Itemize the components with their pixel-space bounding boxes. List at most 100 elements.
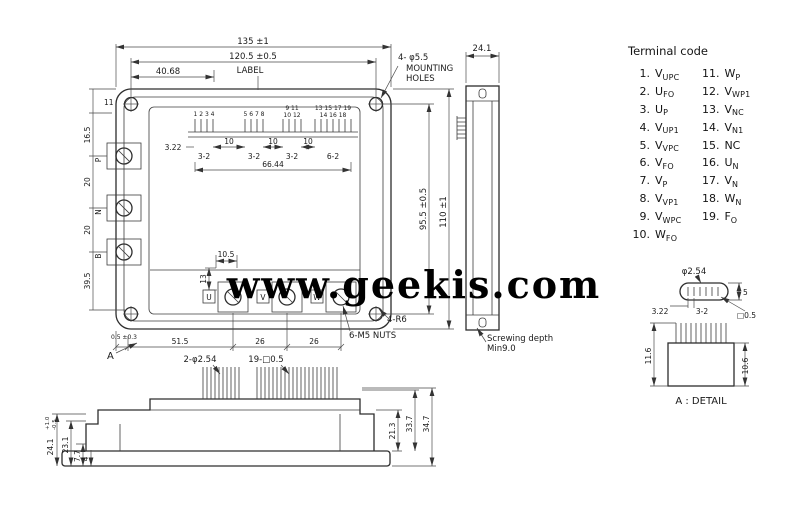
terminal-name-main: W xyxy=(655,228,666,242)
terminal-name: VUPC xyxy=(655,67,680,82)
terminal-number: 11. xyxy=(701,67,720,80)
pin-numbers-group4-top: 13 15 17 19 xyxy=(315,105,351,112)
terminal-entry: 8. VVP1 xyxy=(628,192,681,210)
front-pin-callout-leaders xyxy=(115,342,290,375)
terminal-name: UN xyxy=(724,156,739,171)
label-callout: LABEL xyxy=(237,66,264,76)
screwing-depth-note-line2: Min9.0 xyxy=(487,344,516,354)
callout-2-phi-2-54: 2-φ2.54 xyxy=(183,355,216,365)
terminal-name-main: V xyxy=(655,138,663,152)
terminal-number: 14. xyxy=(701,120,720,134)
detail-a-view xyxy=(650,274,749,387)
terminal-name-sub: UPC xyxy=(662,72,680,82)
terminal-number: 17. xyxy=(701,174,720,188)
terminal-name: VN1 xyxy=(724,121,743,136)
mounting-hole-icons xyxy=(123,96,384,322)
dim-26-label-b: 26 xyxy=(309,337,319,346)
pin-pitch-dims xyxy=(186,144,352,173)
dim-sq-0-5-label: □0.5 xyxy=(737,311,756,320)
dim-7-7-label: 7.7 xyxy=(73,450,82,462)
terminal-entry: 4. VUP1 xyxy=(628,121,681,139)
dim-26-label-a: 26 xyxy=(255,337,265,346)
terminal-entry: 18. WN xyxy=(697,192,750,210)
terminal-code-col-2: 11. WP 12. VWP1 13. VNC 14. VN1 15. NC 1… xyxy=(697,67,750,246)
terminal-number: 5. xyxy=(639,138,651,152)
dim-10-6-label: 10.6 xyxy=(741,357,750,374)
terminal-name-sub: O xyxy=(730,215,738,225)
dim-24-1-front-label: 24.1 xyxy=(46,438,55,455)
terminal-name-sub: WP1 xyxy=(731,90,751,100)
terminal-entry: 16. UN xyxy=(697,156,750,174)
terminal-name: VFO xyxy=(655,156,674,171)
terminal-name-sub: N xyxy=(731,179,739,189)
terminal-name-sub: UP1 xyxy=(662,126,679,136)
dim-10-5-label: 10.5 xyxy=(218,250,235,259)
terminal-number: 18. xyxy=(701,192,720,206)
terminal-name-main: NC xyxy=(724,138,741,152)
dim-16-5-label: 16.5 xyxy=(83,126,92,143)
terminal-name-main: U xyxy=(724,156,733,170)
dim-3-2-label-a: 3-2 xyxy=(198,152,210,161)
terminal-number: 8. xyxy=(639,192,651,206)
terminal-name: VN xyxy=(724,174,739,189)
terminal-number: 12. xyxy=(701,84,720,98)
pin-numbers-group1: 1 2 3 4 xyxy=(194,111,215,118)
dim-10-label-a: 10 xyxy=(224,137,234,146)
left-screw-terminals xyxy=(106,142,142,266)
dim-13-label: 13 xyxy=(199,274,208,284)
dim-40-68-label: 40.68 xyxy=(156,67,180,77)
terminal-name: VWP1 xyxy=(724,84,751,100)
mounting-callout-dia: 4- φ5.5 xyxy=(398,53,428,63)
dim-51-5-label: 51.5 xyxy=(172,337,189,346)
dim-4-label: 4 xyxy=(81,456,90,461)
terminal-number: 9. xyxy=(639,210,651,224)
dim-24-1-tol-plus: +1.0 xyxy=(45,416,51,430)
terminal-entry: 1. VUPC xyxy=(628,67,681,85)
mounting-callout-line2: HOLES xyxy=(406,74,435,84)
terminal-entry: 3. UP xyxy=(628,103,681,121)
dim-10-label-c: 10 xyxy=(303,137,313,146)
terminal-code-panel: Terminal code 1. VUPC 2. UFO 3. UP 4. VU… xyxy=(628,44,750,246)
callout-19-sq-0-5: 19-□0.5 xyxy=(248,355,283,365)
terminal-name: VP xyxy=(655,174,668,189)
terminal-name: UFO xyxy=(655,84,675,100)
terminal-name-sub: FO xyxy=(663,90,675,100)
dim-3-2-label-c: 3-2 xyxy=(286,152,298,161)
terminal-number: 3. xyxy=(639,102,651,116)
terminal-entry: 19. FO xyxy=(697,210,750,228)
dim-110-label: 110 ±1 xyxy=(439,196,449,227)
terminal-number: 7. xyxy=(639,174,651,188)
terminal-name-sub: P xyxy=(735,72,741,82)
dim-34-7-label: 34.7 xyxy=(422,415,431,432)
top-width-dims xyxy=(115,44,392,96)
terminal-name-sub: WPC xyxy=(662,215,682,225)
dim-phi-2-54-label: φ2.54 xyxy=(682,267,707,277)
terminal-name-sub: NC xyxy=(731,108,744,118)
terminal-w-label: W xyxy=(313,293,321,302)
terminal-name-main: V xyxy=(655,67,663,80)
dim-95-5-label: 95.5 ±0.5 xyxy=(419,188,429,230)
terminal-name-main: V xyxy=(655,174,663,188)
dim-20-label-a: 20 xyxy=(83,177,92,187)
terminal-name-main: W xyxy=(724,67,736,80)
terminal-name-sub: VPC xyxy=(662,144,680,154)
terminal-name-sub: P xyxy=(662,179,668,189)
terminal-name-main: V xyxy=(724,84,732,98)
terminal-entry: 9. VWPC xyxy=(628,210,682,228)
pin-numbers-group3-bottom: 10 12 xyxy=(283,112,300,119)
terminal-name-main: U xyxy=(655,84,664,98)
dim-21-3-label: 21.3 xyxy=(388,422,397,439)
terminal-entry: 11. WP xyxy=(697,67,750,85)
terminal-name: VWPC xyxy=(655,210,682,225)
dim-66-44-label: 66.44 xyxy=(262,160,284,169)
terminal-entry: 7. VP xyxy=(628,174,681,192)
terminal-name-main: V xyxy=(655,192,663,206)
terminal-name-sub: N xyxy=(732,161,739,171)
mounting-callout-line1: MOUNTING xyxy=(406,64,453,74)
terminal-name-main: U xyxy=(655,102,664,116)
dim-5-label: 5 xyxy=(743,288,748,297)
dim-39-5-label: 39.5 xyxy=(83,272,92,289)
connector-pin-rows xyxy=(188,119,358,138)
dim-24-1-side-label: 24.1 xyxy=(473,44,492,54)
callout-6-m5-nuts: 6-M5 NUTS xyxy=(349,331,396,341)
